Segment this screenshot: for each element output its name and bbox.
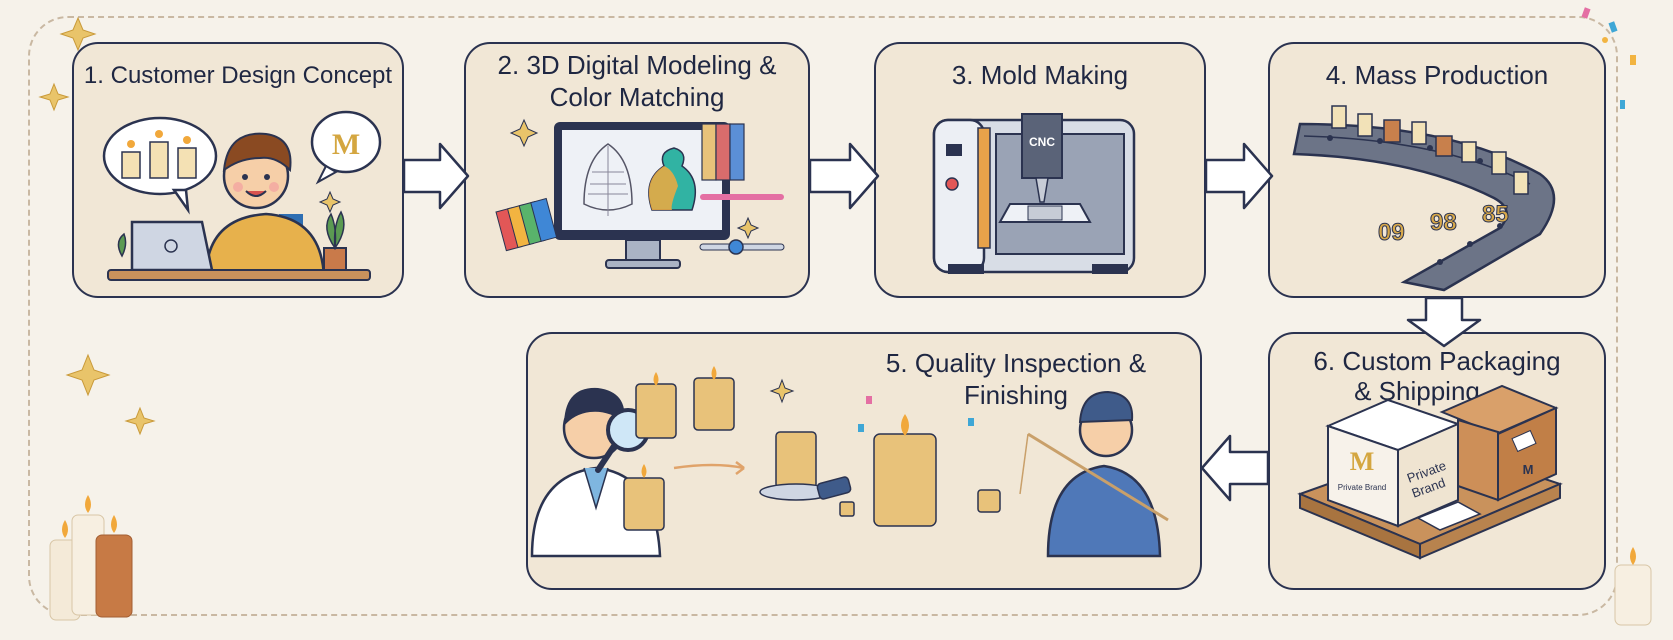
logo-bubble: M <box>310 110 382 185</box>
step-3-card: 3. Mold Making CNC <box>874 42 1206 298</box>
candle-row <box>1331 105 1529 195</box>
cnc-label: CNC <box>1029 135 1055 149</box>
step-1-title: 1. Customer Design Concept <box>83 62 393 89</box>
digital-modeling-illustration <box>495 118 785 269</box>
shipping-label-icon <box>1416 501 1482 531</box>
number-candle-85: 85 <box>1482 201 1509 228</box>
desk <box>107 269 371 281</box>
step-4-card: 4. Mass Production 09 98 85 <box>1268 42 1606 298</box>
star-icon <box>318 190 342 214</box>
color-palette-icon <box>495 123 745 252</box>
candle-icon <box>121 141 197 179</box>
worker-icon <box>1019 390 1169 558</box>
candle-icon <box>623 377 1001 531</box>
number-candles: 09 98 85 <box>1378 201 1510 247</box>
confetti-icon <box>858 396 974 432</box>
star-icon <box>769 378 795 404</box>
cutting-tool-icon <box>759 476 852 501</box>
brand-logo-icon: M <box>332 128 360 161</box>
cnc-machine-icon: CNC <box>932 113 1136 274</box>
process-frame <box>28 16 1618 616</box>
box-icon: M <box>1439 384 1559 502</box>
star-icon <box>509 118 760 240</box>
step-6-card: 6. Custom Packaging & Shipping M Private… <box>1268 332 1606 590</box>
box-logo: M <box>1350 447 1375 476</box>
thought-bubble-candles <box>102 116 218 215</box>
number-candle-98: 98 <box>1430 209 1457 236</box>
step-5-title-line-1: 5. Quality Inspection & <box>885 348 1147 378</box>
step-2-title-line-2: Color Matching <box>549 82 725 112</box>
step-3-title: 3. Mold Making <box>951 60 1129 90</box>
step-5-title-line-2: Finishing <box>963 380 1069 410</box>
step-5-card: 5. Quality Inspection & Finishing <box>526 332 1202 590</box>
mold-making-illustration: CNC <box>932 113 1136 274</box>
slider-icon <box>699 194 785 255</box>
step-6-title-line-1: 6. Custom Packaging <box>1313 346 1561 376</box>
quality-inspection-illustration <box>530 366 1169 558</box>
number-candle-09: 09 <box>1378 219 1405 246</box>
packaging-illustration: M Private Brand Private Brand M <box>1297 384 1563 560</box>
step-6-title-line-2: & Shipping <box>1354 376 1480 406</box>
box-logo-small: M <box>1523 462 1534 477</box>
monitor-icon <box>554 122 730 269</box>
box-small-text: Private Brand <box>1338 483 1386 492</box>
process-arrow <box>673 461 745 475</box>
customer-design-illustration: M <box>102 110 382 281</box>
conveyor-belt-icon <box>1292 122 1556 292</box>
box-icon: M Private Brand Private Brand <box>1325 398 1461 528</box>
person-icon <box>204 132 326 280</box>
step-2-title-line-1: 2. 3D Digital Modeling & <box>497 50 777 80</box>
laptop-icon <box>130 220 214 272</box>
step-2-card: 2. 3D Digital Modeling & Color Matching <box>464 42 810 298</box>
step-1-card: 1. Customer Design Concept M <box>72 42 404 298</box>
mass-production-illustration: 09 98 85 <box>1292 105 1556 292</box>
step-4-title: 4. Mass Production <box>1325 60 1549 90</box>
